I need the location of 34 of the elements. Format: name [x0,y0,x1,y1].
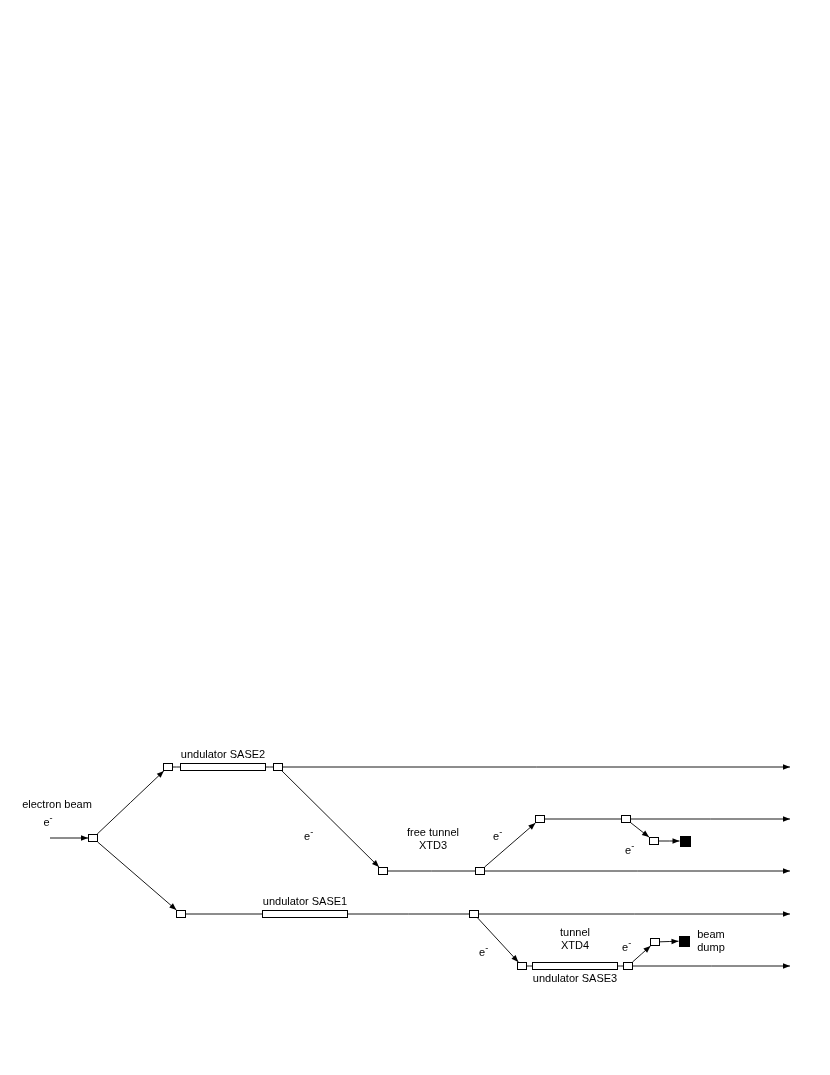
connector-line [347,913,470,915]
magnet-box [378,867,388,875]
magnet-box [163,763,173,771]
connector-line [265,766,274,768]
text-label: tunnel XTD4 [559,926,591,952]
undulator [262,895,348,918]
connector-line [387,870,476,872]
magnet-box [176,910,186,918]
undulator-label: undulator SASE2 [180,748,266,761]
undulator [180,748,266,771]
beam-dump [678,935,690,947]
text-label: electron beam [22,798,92,811]
connector-line [526,965,533,967]
magnet-box [475,867,485,875]
magnet-box [535,815,545,823]
magnet-box [273,763,283,771]
magnet-box [623,962,633,970]
connector-line [185,913,263,915]
connector-line [544,818,622,820]
magnet-box [649,837,659,845]
magnet-box [621,815,631,823]
connector-line [617,965,624,967]
magnet-box [650,938,660,946]
magnet-box [517,962,527,970]
undulator-label: undulator SASE3 [532,972,618,985]
magnet-box [469,910,479,918]
beside-label: beam dump [696,928,726,954]
undulator-label: undulator SASE1 [262,895,348,908]
magnet-box [88,834,98,842]
beam-dump [679,835,691,847]
text-label: free tunnel XTD3 [406,826,460,852]
connector-line [172,766,181,768]
text-label: e$^{-}$ [42,812,54,829]
undulator [532,962,618,985]
